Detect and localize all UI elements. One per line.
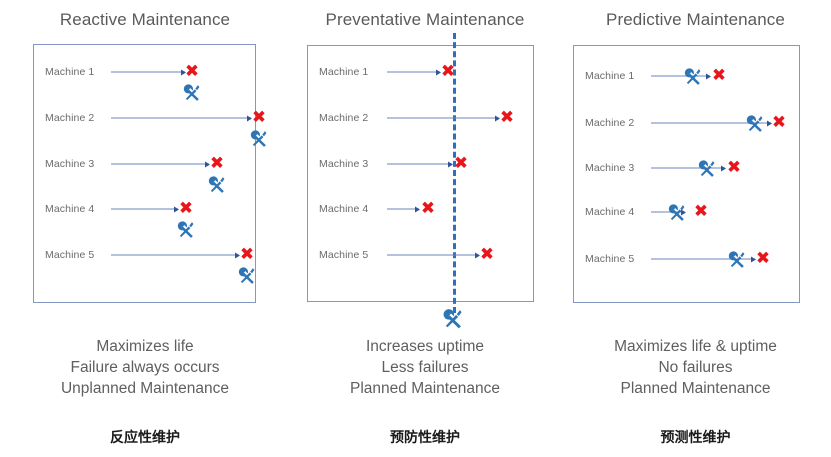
red-x-icon: ✖ (711, 65, 727, 86)
machine-row: Machine 4 ✖ (560, 199, 831, 225)
caption-line: Increases uptime (365, 338, 485, 355)
panel-cn-caption-preventative: 预防性维护 (390, 429, 460, 445)
machine-label: Machine 3 (585, 162, 635, 174)
arrow-right-icon (111, 117, 251, 119)
machine-row: Machine 5 ✖ (0, 242, 290, 284)
timeline-box-preventative (307, 45, 534, 302)
machine-label: Machine 1 (585, 70, 635, 82)
arrow-right-icon (111, 208, 178, 210)
caption-line: No failures (658, 359, 733, 376)
machine-label: Machine 4 (585, 206, 635, 218)
arrow-right-icon (387, 163, 452, 165)
arrow-right-icon (651, 75, 710, 77)
machine-label: Machine 3 (45, 158, 95, 170)
arrow-right-icon (387, 208, 419, 210)
caption-line: Maximizes life & uptime (614, 338, 777, 355)
machine-row: Machine 1 ✖ (560, 63, 831, 89)
arrow-right-icon (651, 258, 755, 260)
machine-row: Machine 2 ✖ (0, 105, 290, 147)
machine-row: Machine 2 ✖ (290, 105, 560, 131)
wrench-screwdriver-icon (238, 266, 257, 285)
arrow-right-icon (651, 211, 685, 213)
red-x-icon: ✖ (726, 157, 742, 178)
machine-row: Machine 1 ✖ (0, 59, 290, 101)
caption-line: Unplanned Maintenance (60, 380, 230, 397)
arrow-right-icon (651, 122, 771, 124)
machine-row: Machine 5 ✖ (290, 242, 560, 268)
arrow-right-icon (111, 71, 185, 73)
red-x-icon: ✖ (499, 107, 515, 128)
machine-row: Machine 3 ✖ (0, 151, 290, 193)
panel-title-predictive: Predictive Maintenance (606, 10, 785, 29)
timeline-box-reactive (33, 44, 256, 303)
wrench-screwdriver-icon (746, 114, 765, 133)
caption-line: Less failures (381, 359, 469, 376)
wrench-screwdriver-icon-scheduled (442, 307, 464, 329)
machine-row: Machine 5 ✖ (560, 246, 831, 272)
red-x-icon: ✖ (420, 198, 436, 219)
red-x-icon: ✖ (453, 153, 469, 174)
machine-label: Machine 4 (319, 203, 369, 215)
wrench-screwdriver-icon (728, 250, 747, 269)
machine-label: Machine 1 (45, 66, 95, 78)
machine-row: Machine 1 ✖ (290, 59, 560, 85)
arrow-right-icon (387, 71, 440, 73)
machine-label: Machine 2 (45, 112, 95, 124)
arrow-right-icon (111, 163, 209, 165)
machine-label: Machine 3 (319, 158, 369, 170)
red-x-icon: ✖ (251, 107, 267, 128)
red-x-icon: ✖ (771, 112, 787, 133)
wrench-screwdriver-icon (208, 175, 227, 194)
machine-label: Machine 4 (45, 203, 95, 215)
machine-label: Machine 2 (585, 117, 635, 129)
red-x-icon: ✖ (440, 61, 456, 82)
red-x-icon: ✖ (178, 198, 194, 219)
wrench-screwdriver-icon (250, 129, 269, 148)
red-x-icon: ✖ (209, 153, 225, 174)
red-x-icon: ✖ (755, 248, 771, 269)
machine-label: Machine 2 (319, 112, 369, 124)
caption-line: Planned Maintenance (620, 380, 771, 397)
wrench-screwdriver-icon (177, 220, 196, 239)
machine-row: Machine 4 ✖ (290, 196, 560, 222)
machine-row: Machine 3 ✖ (560, 155, 831, 181)
arrow-right-icon (387, 117, 499, 119)
arrow-right-icon (111, 254, 239, 256)
wrench-screwdriver-icon (668, 203, 687, 222)
panel-title-reactive: Reactive Maintenance (59, 10, 231, 29)
panel-cn-caption-reactive: 反应性维护 (110, 429, 180, 445)
machine-label: Machine 5 (45, 249, 95, 261)
red-x-icon: ✖ (479, 244, 495, 265)
machine-label: Machine 5 (585, 253, 635, 265)
caption-line: Failure always occurs (70, 359, 220, 376)
red-x-icon: ✖ (184, 61, 200, 82)
machine-label: Machine 1 (319, 66, 369, 78)
red-x-icon: ✖ (693, 201, 709, 222)
schedule-dashed-line (453, 33, 456, 313)
machine-row: Machine 4 ✖ (0, 196, 290, 238)
machine-row: Machine 2 ✖ (560, 110, 831, 136)
arrow-right-icon (651, 167, 725, 169)
caption-line: Maximizes life (96, 338, 194, 355)
timeline-box-predictive (573, 45, 800, 303)
wrench-screwdriver-icon (183, 83, 202, 102)
machine-label: Machine 5 (319, 249, 369, 261)
panel-cn-caption-predictive: 预测性维护 (660, 429, 731, 445)
wrench-screwdriver-icon (684, 67, 703, 86)
red-x-icon: ✖ (239, 244, 255, 265)
caption-line: Planned Maintenance (350, 380, 500, 397)
panel-title-preventative: Preventative Maintenance (325, 10, 525, 29)
machine-row: Machine 3 ✖ (290, 151, 560, 177)
wrench-screwdriver-icon (698, 159, 717, 178)
arrow-right-icon (387, 254, 479, 256)
